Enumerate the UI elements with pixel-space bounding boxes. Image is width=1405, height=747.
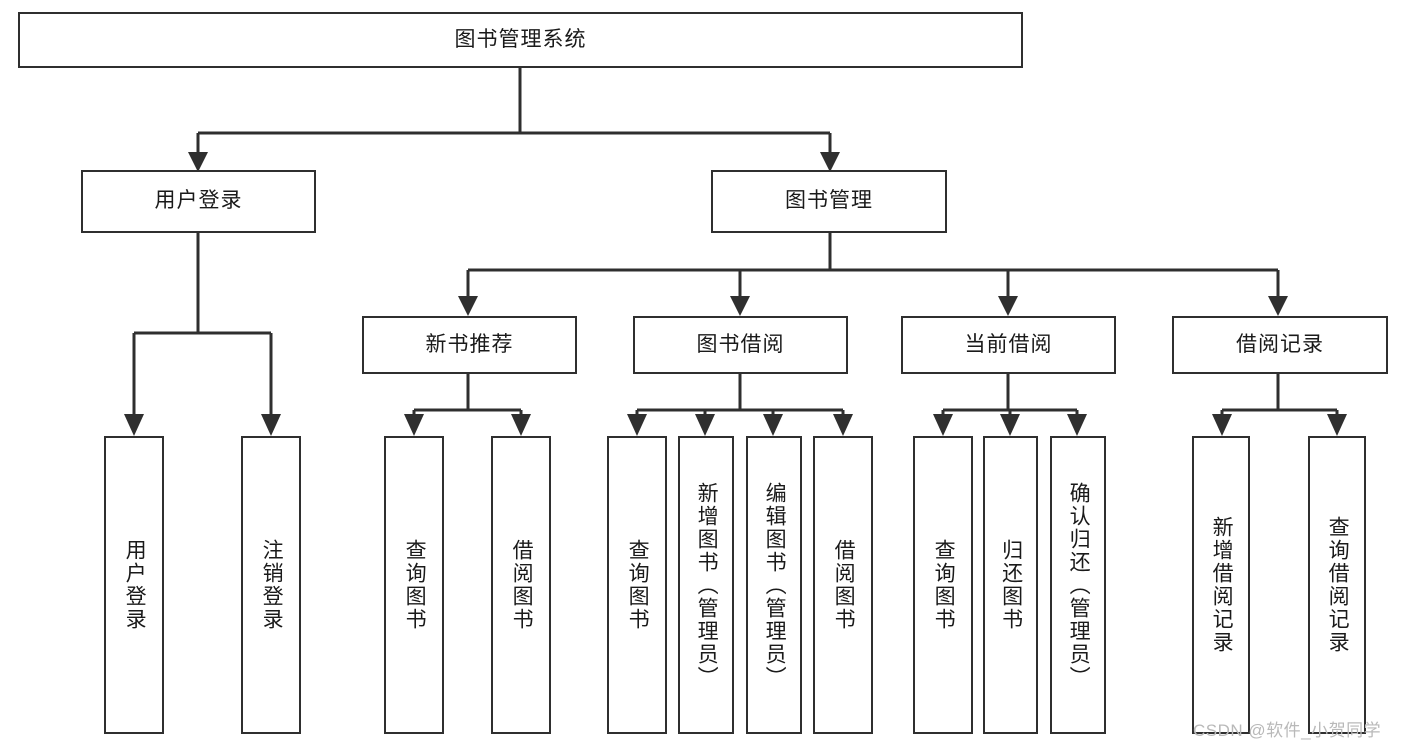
node-current-borrow-label: 当前借阅: [964, 332, 1053, 356]
node-book-management-label: 图书管理: [785, 189, 873, 213]
node-book-borrow-label: 图书借阅: [696, 332, 785, 356]
arrowhead-leaf-confirm-return: [1067, 414, 1087, 436]
node-borrow-record-label: 借阅记录: [1236, 332, 1324, 356]
node-leaf-borrow-book-1[interactable]: 借阅图书: [491, 436, 551, 734]
node-book-borrow[interactable]: 图书借阅: [633, 316, 848, 374]
node-leaf-edit-book-label: 编辑图书（管理员）: [763, 481, 787, 689]
node-leaf-add-book[interactable]: 新增图书（管理员）: [678, 436, 734, 734]
arrowhead-leaf-user-logout: [261, 414, 281, 436]
node-leaf-borrow-book-2[interactable]: 借阅图书: [813, 436, 873, 734]
arrowhead-user-login: [188, 152, 208, 172]
arrowhead-new-book-recommend: [458, 296, 478, 316]
node-leaf-borrow-book-1-label: 借阅图书: [510, 539, 534, 631]
node-leaf-edit-book[interactable]: 编辑图书（管理员）: [746, 436, 802, 734]
node-borrow-record[interactable]: 借阅记录: [1172, 316, 1388, 374]
node-leaf-user-logout-label: 注销登录: [260, 539, 284, 631]
node-leaf-borrow-book-2-label: 借阅图书: [832, 539, 856, 631]
node-leaf-query-book-2-label: 查询图书: [626, 539, 650, 631]
node-current-borrow[interactable]: 当前借阅: [901, 316, 1116, 374]
arrowhead-leaf-query-book-3: [933, 414, 953, 436]
node-leaf-user-logout[interactable]: 注销登录: [241, 436, 301, 734]
node-new-book-recommend-label: 新书推荐: [425, 332, 514, 356]
node-book-management[interactable]: 图书管理: [711, 170, 947, 233]
node-leaf-query-book-2[interactable]: 查询图书: [607, 436, 667, 734]
node-leaf-query-record-label: 查询借阅记录: [1326, 516, 1350, 654]
node-new-book-recommend[interactable]: 新书推荐: [362, 316, 577, 374]
node-root-label: 图书管理系统: [454, 27, 587, 51]
node-leaf-query-book-3-label: 查询图书: [932, 539, 956, 631]
node-leaf-return-book[interactable]: 归还图书: [983, 436, 1038, 734]
node-user-login-label: 用户登录: [154, 189, 243, 213]
node-root[interactable]: 图书管理系统: [18, 12, 1023, 68]
arrowhead-borrow-record: [1268, 296, 1288, 316]
arrowhead-leaf-edit-book: [763, 414, 783, 436]
node-leaf-user-login-label: 用户登录: [123, 539, 147, 631]
node-leaf-return-book-label: 归还图书: [999, 539, 1023, 631]
arrowhead-book-borrow: [730, 296, 750, 316]
node-leaf-query-record[interactable]: 查询借阅记录: [1308, 436, 1366, 734]
arrowhead-leaf-query-book-1: [404, 414, 424, 436]
arrowhead-leaf-query-record: [1327, 414, 1347, 436]
arrowhead-leaf-query-book-2: [627, 414, 647, 436]
arrowhead-leaf-return-book: [1000, 414, 1020, 436]
node-leaf-add-record-label: 新增借阅记录: [1210, 516, 1234, 654]
node-user-login[interactable]: 用户登录: [81, 170, 316, 233]
node-leaf-user-login[interactable]: 用户登录: [104, 436, 164, 734]
node-leaf-confirm-return-label: 确认归还（管理员）: [1067, 481, 1091, 689]
arrowhead-current-borrow: [998, 296, 1018, 316]
arrowhead-leaf-add-book: [695, 414, 715, 436]
node-leaf-query-book-3[interactable]: 查询图书: [913, 436, 973, 734]
node-leaf-confirm-return[interactable]: 确认归还（管理员）: [1050, 436, 1106, 734]
arrowhead-book-management: [820, 152, 840, 172]
arrowheads: [124, 152, 1347, 436]
node-leaf-add-record[interactable]: 新增借阅记录: [1192, 436, 1250, 734]
arrowhead-leaf-borrow-book-1: [511, 414, 531, 436]
arrowhead-leaf-add-record: [1212, 414, 1232, 436]
node-leaf-query-book-1[interactable]: 查询图书: [384, 436, 444, 734]
arrowhead-leaf-user-login: [124, 414, 144, 436]
node-leaf-query-book-1-label: 查询图书: [403, 539, 427, 631]
node-leaf-add-book-label: 新增图书（管理员）: [695, 481, 719, 689]
arrowhead-leaf-borrow-book-2: [833, 414, 853, 436]
